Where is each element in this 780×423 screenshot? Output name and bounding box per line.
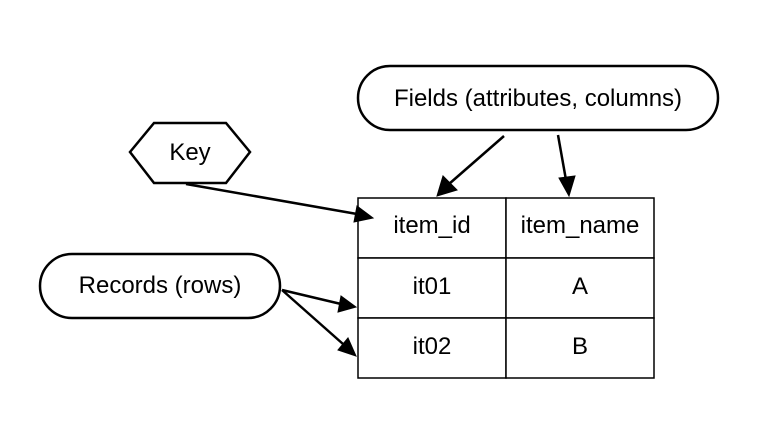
key-node-label: Key — [169, 139, 210, 166]
arrowhead-icon — [353, 205, 375, 223]
row2-item-id: it02 — [413, 333, 452, 360]
fields-node: Fields (attributes, columns) — [356, 64, 720, 132]
edge-line — [556, 134, 568, 181]
header-cell-item-id — [357, 197, 507, 259]
records-node-shape — [38, 252, 282, 320]
header-cell-item-name — [505, 197, 655, 259]
row1-item-id: it01 — [413, 273, 452, 300]
fields-node-label: Fields (attributes, columns) — [394, 85, 682, 112]
records-node-label: Records (rows) — [79, 272, 242, 299]
edge-line — [281, 288, 342, 306]
data-table: item_id item_name it01 A it02 B — [357, 197, 655, 379]
records-node: Records (rows) — [38, 252, 282, 320]
arrowhead-icon — [436, 175, 458, 197]
cell-row1-item-name — [505, 257, 655, 319]
edge-fields-to-item-name — [556, 134, 576, 198]
fields-node-shape — [356, 64, 720, 132]
row2-item-name: B — [572, 333, 588, 360]
edge-fields-to-item-id — [436, 135, 505, 197]
arrowhead-icon — [558, 175, 576, 198]
key-node-shape — [128, 121, 252, 185]
edge-line — [185, 182, 358, 216]
edge-key-to-item-id — [185, 182, 375, 223]
cell-row2-item-id — [357, 317, 507, 379]
edge-line — [448, 135, 505, 185]
header-item-name: item_name — [521, 212, 640, 239]
edge-records-to-row-it01 — [281, 288, 358, 313]
arrowhead-icon — [337, 337, 357, 357]
arrowhead-icon — [337, 295, 358, 313]
edge-records-to-row-it02 — [281, 289, 357, 357]
cell-row2-item-name — [505, 317, 655, 379]
edge-line — [281, 289, 344, 345]
header-item-id: item_id — [393, 212, 470, 239]
row1-item-name: A — [572, 273, 588, 300]
key-node: Key — [128, 121, 252, 185]
